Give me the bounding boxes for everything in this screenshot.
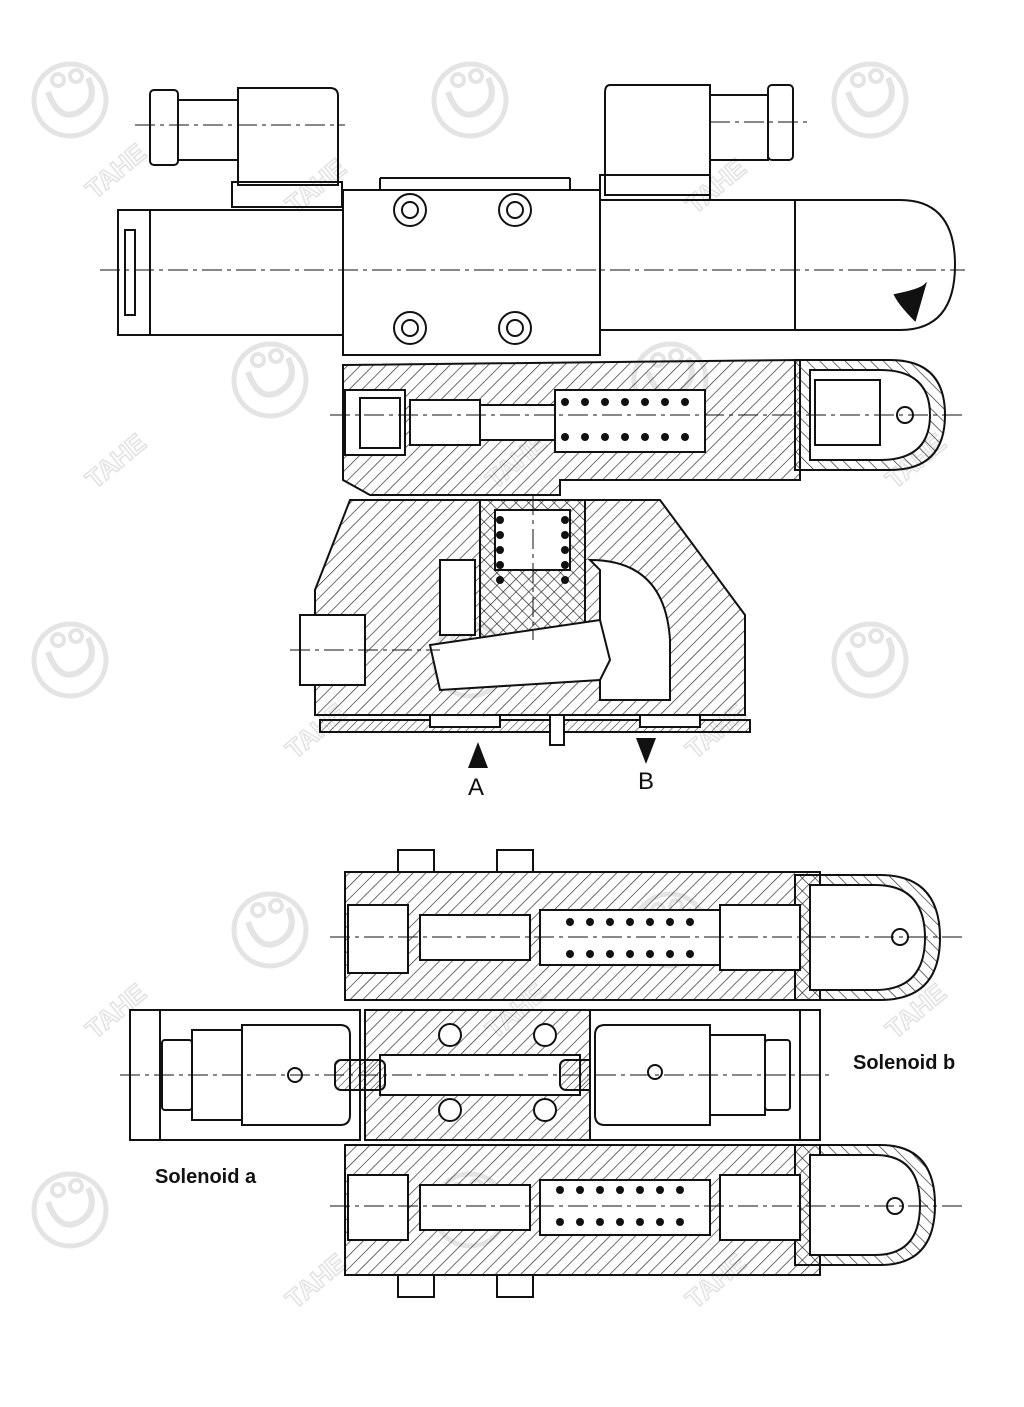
port-a-arrow [468, 742, 488, 768]
port-a-label: A [468, 774, 485, 801]
pilot-valve-body [342, 177, 601, 356]
main-valve-section [290, 495, 751, 746]
watermark-text: TAHE [80, 137, 152, 204]
watermark-text: TAHE [680, 152, 752, 219]
port-b-arrow [636, 738, 656, 764]
watermark-text: TAHE [80, 427, 152, 494]
top-assembly [100, 84, 965, 356]
bottom-assembly [120, 849, 965, 1298]
left-solenoid-tube [117, 209, 344, 336]
port-arrows [468, 738, 656, 768]
solenoid-b-label: Solenoid b [853, 1052, 956, 1074]
spring-coils-upper [561, 398, 689, 441]
spring-coils-bottom-lower [556, 1186, 684, 1226]
watermark-text: TAHE [280, 1247, 352, 1314]
solenoid-a-label: Solenoid a [155, 1166, 257, 1188]
spring-coils-main [496, 516, 569, 584]
spring-coils-bottom-upper [566, 918, 694, 958]
right-solenoid-tube [599, 199, 957, 331]
port-b-label: B [638, 768, 655, 795]
pilot-relief-section [330, 358, 965, 496]
